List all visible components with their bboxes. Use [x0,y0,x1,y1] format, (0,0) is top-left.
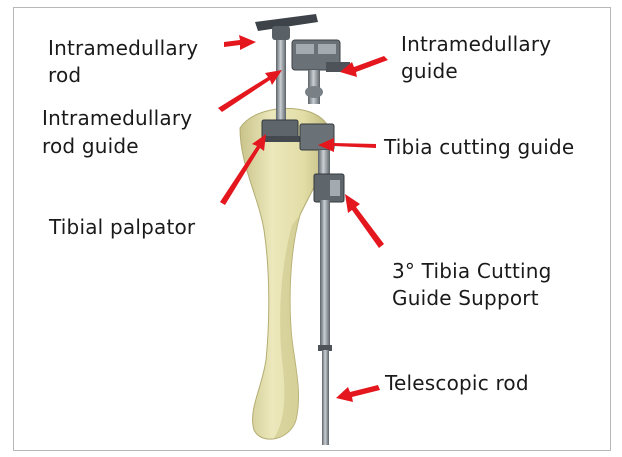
label-telescopic-rod: Telescopic rod [385,370,529,396]
label-intramedullary-rod-guide-line2: rod guide [42,133,139,159]
rod-guide-block [262,120,298,138]
guide-block-detail [296,44,314,54]
arrow-intramedullary-rod [224,35,256,50]
arrow-telescopic-rod [336,385,380,402]
t-handle-hub [272,26,290,40]
support-block-detail [330,180,340,196]
label-tibial-palpator: Tibial palpator [49,214,195,240]
label-support-line1: 3° Tibia Cutting [392,258,552,284]
arrows [218,35,388,402]
label-intramedullary-guide-line2: guide [401,58,458,84]
telescopic-rod-upper [320,200,330,350]
label-intramedullary-rod-guide-line1: Intramedullary [42,105,192,131]
arrow-intramedullary-guide [340,56,388,77]
arrow-intramedullary-rod-guide [218,70,282,112]
label-intramedullary-rod-line1: Intramedullary [48,35,198,61]
label-intramedullary-guide-line1: Intramedullary [401,31,551,57]
label-tibia-cutting-guide: Tibia cutting guide [384,134,574,160]
telescopic-rod-lower [322,350,329,445]
guide-knob [305,86,323,98]
label-support-line2: Guide Support [392,285,539,311]
guide-block-detail [318,44,336,54]
label-intramedullary-rod-line2: rod [48,62,81,88]
arrow-support [345,194,384,248]
